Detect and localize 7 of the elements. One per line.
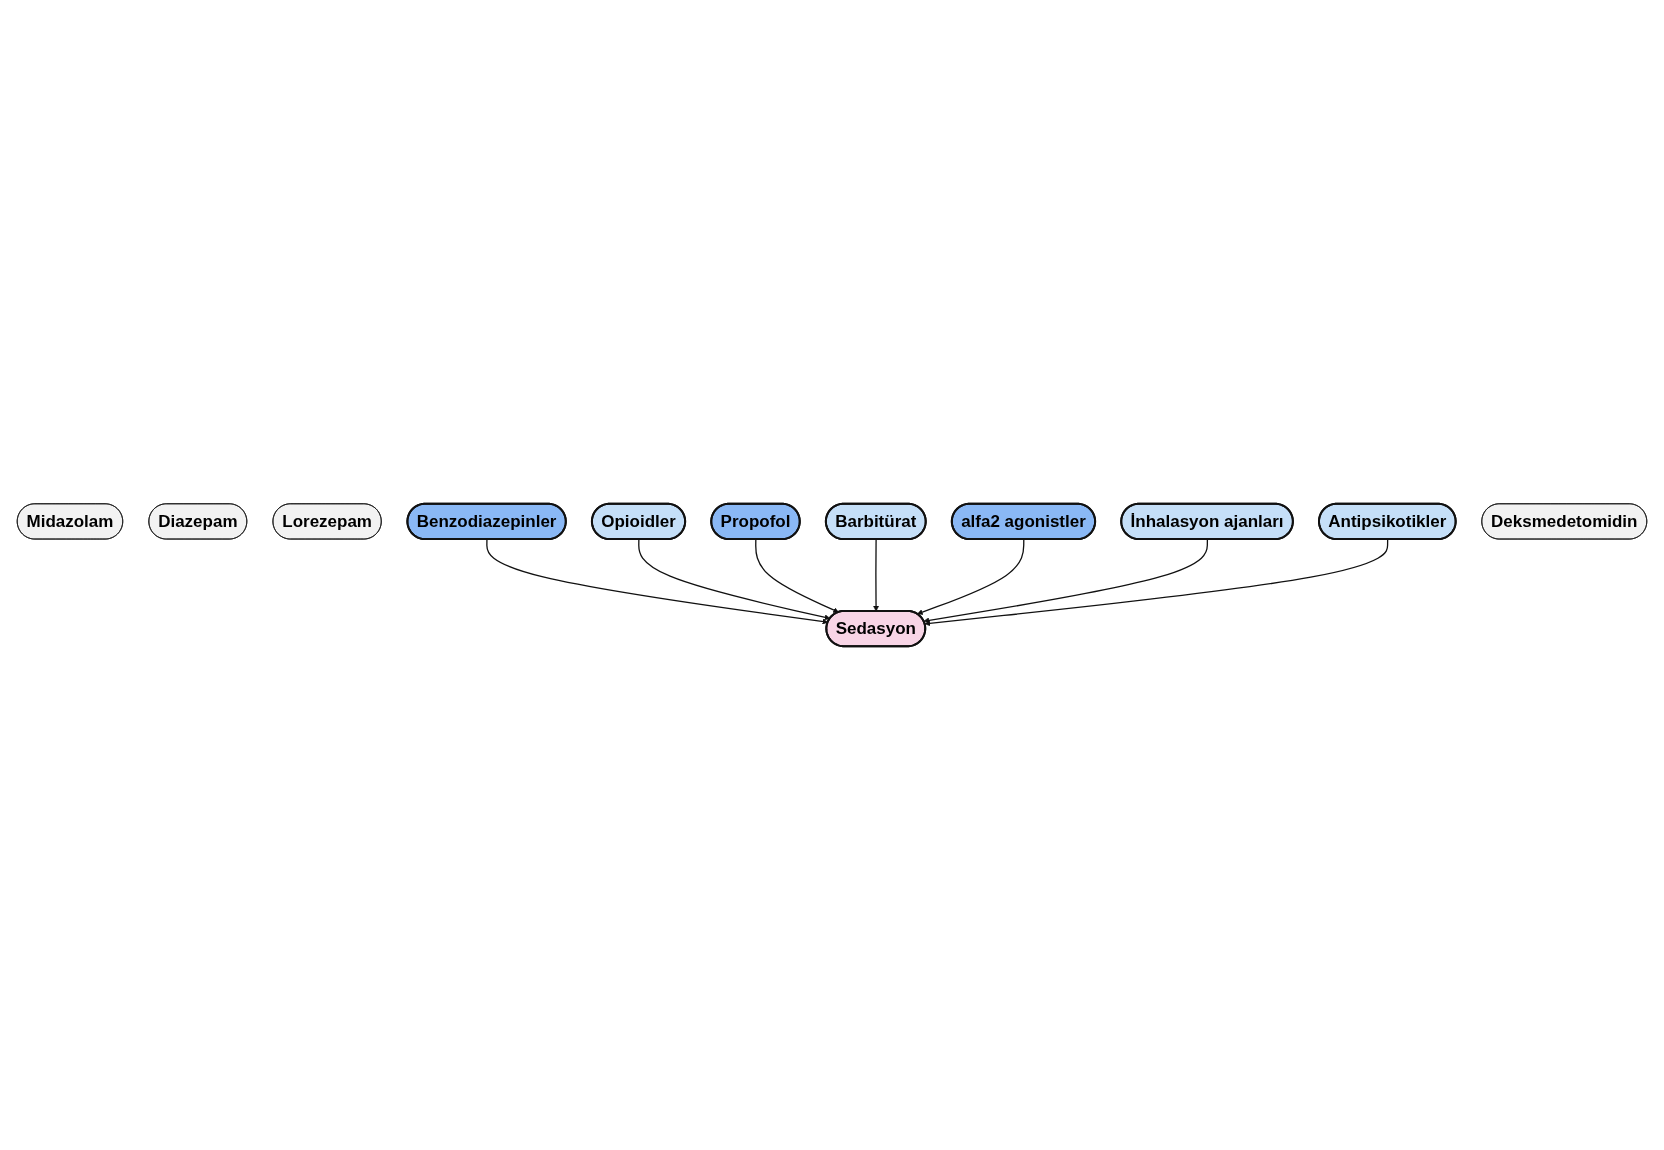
- arrow: [873, 538, 879, 612]
- arrow: [638, 538, 831, 621]
- arrow: [486, 538, 829, 625]
- arrow: [755, 538, 839, 613]
- arrow: [923, 538, 1209, 624]
- arrow: [924, 538, 1389, 627]
- arrow: [917, 538, 1025, 615]
